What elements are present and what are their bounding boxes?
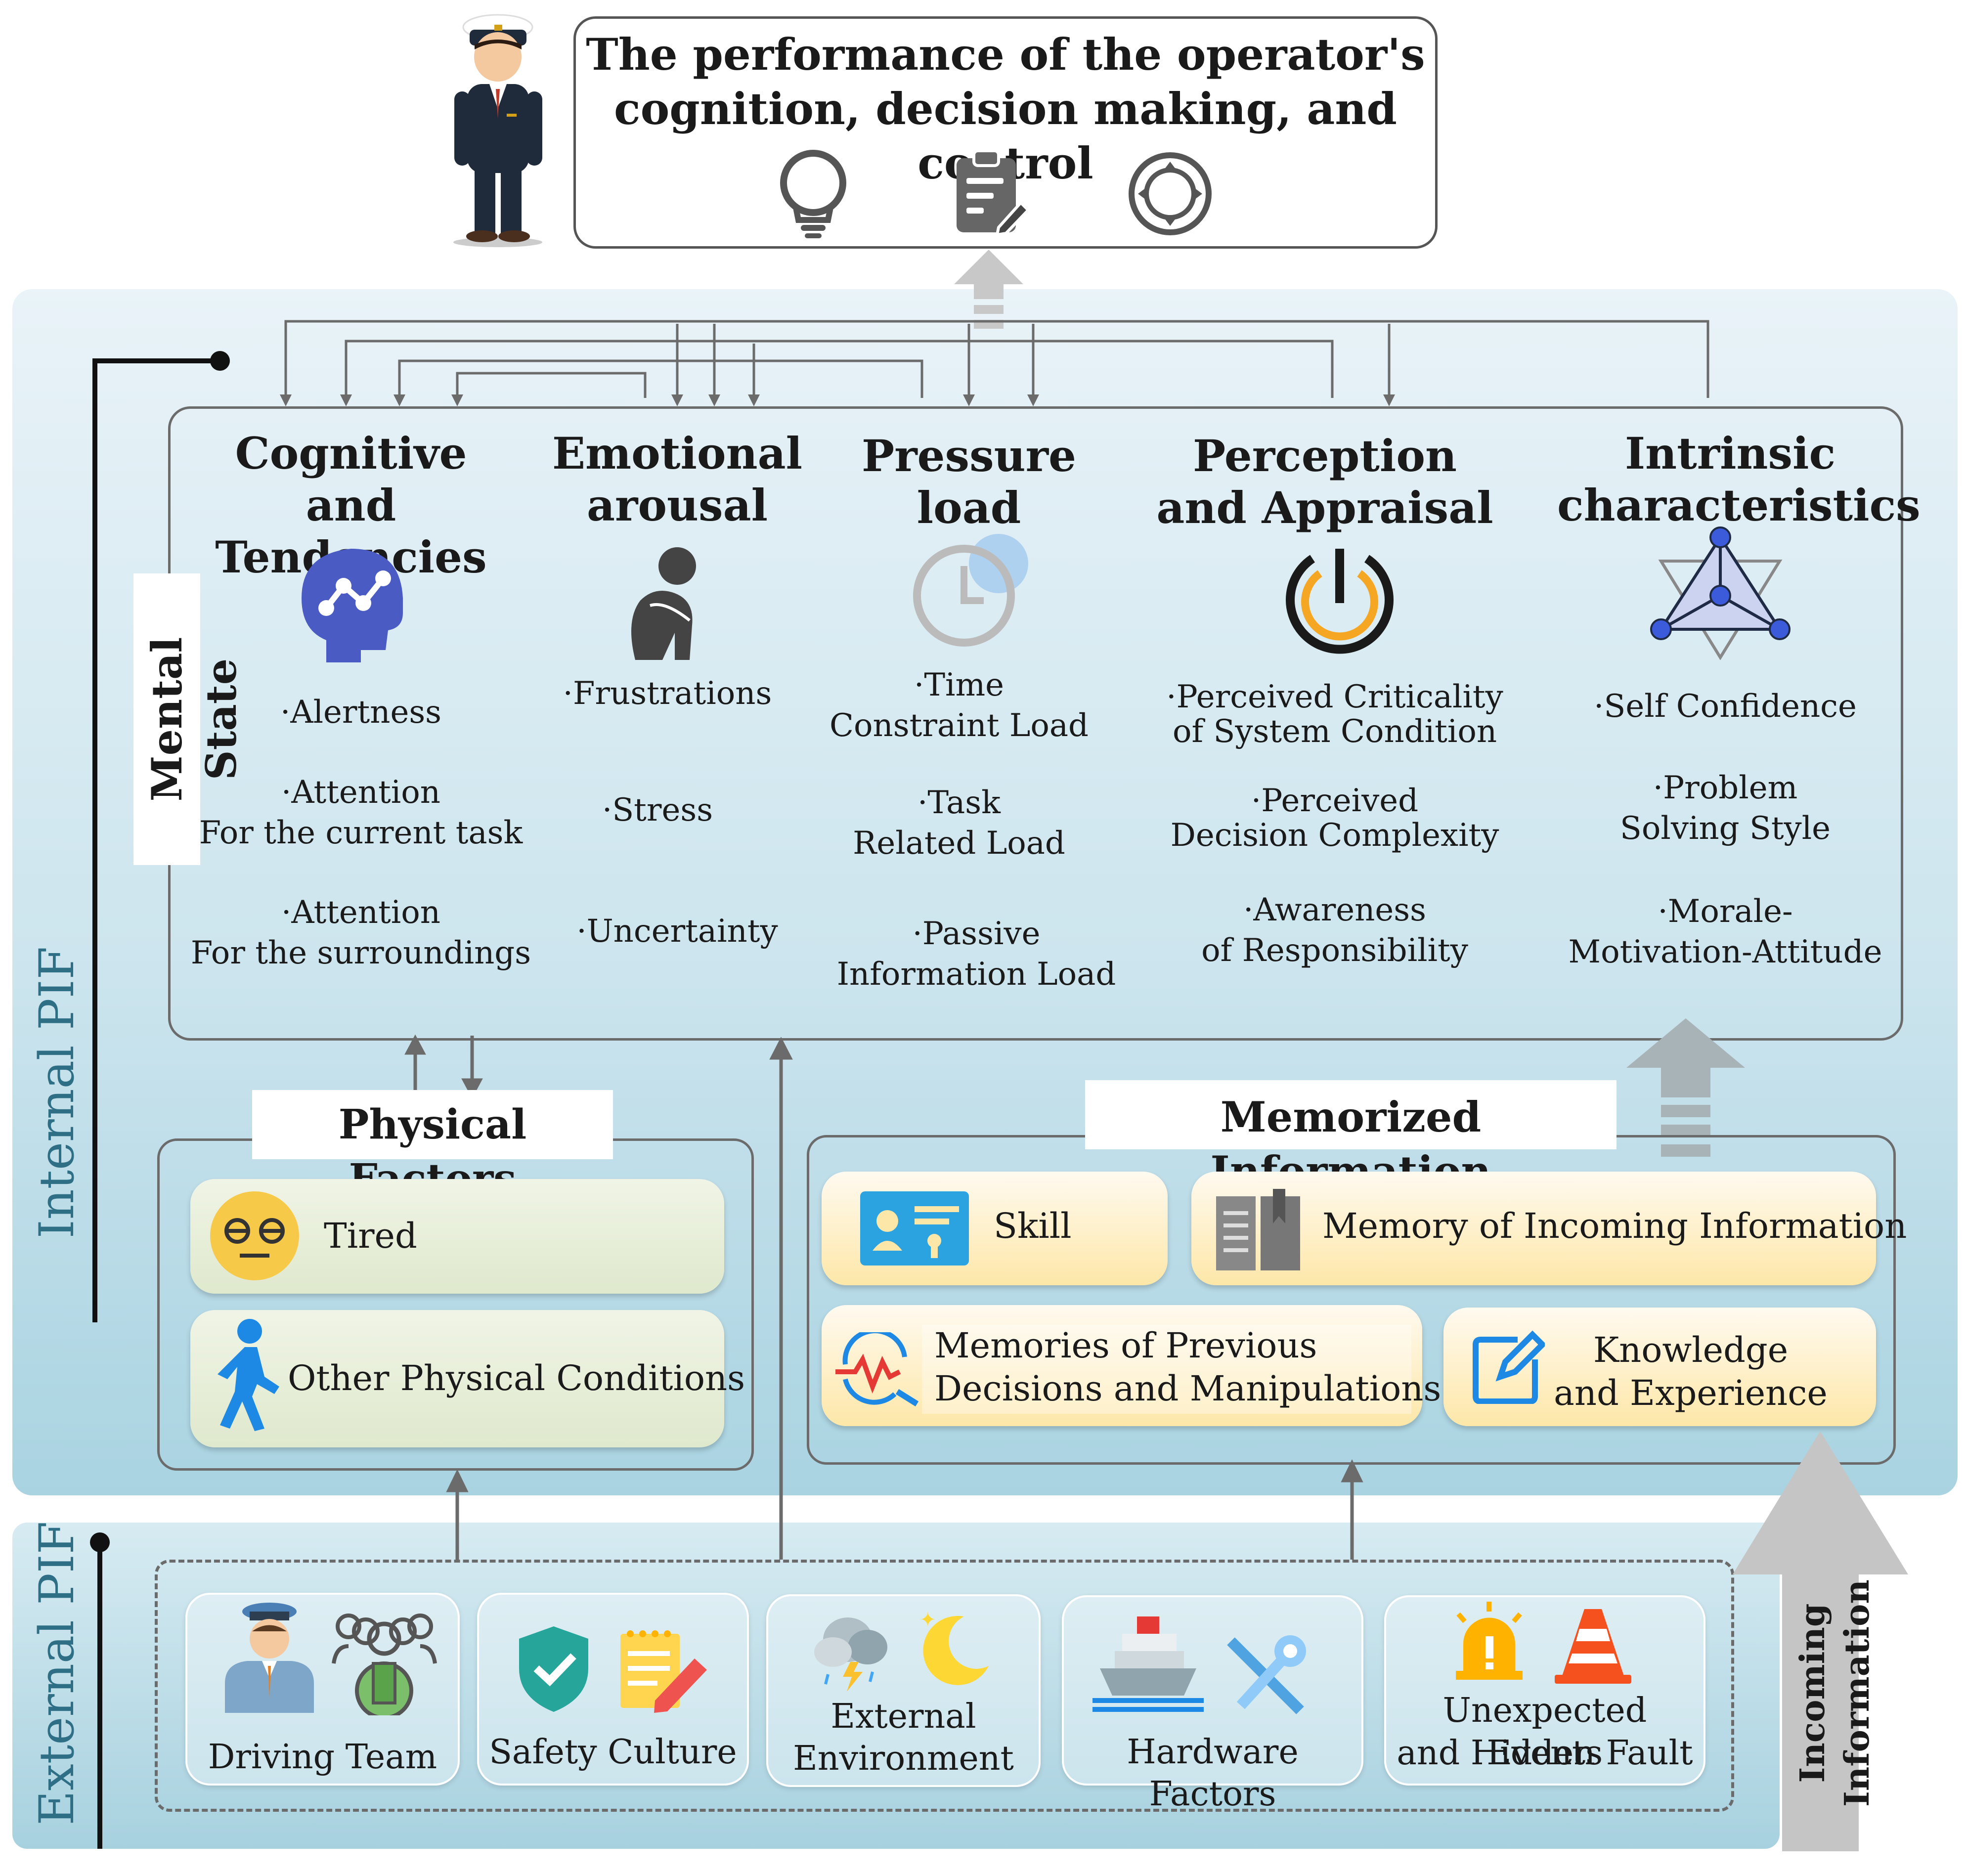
item-complexity-2: Decision Complexity xyxy=(1170,817,1499,854)
memory-incoming-item xyxy=(1191,1172,1876,1285)
item-morale-2: Motivation-Attitude xyxy=(1568,934,1882,970)
memorized-to-mental-arrow xyxy=(1626,1018,1745,1157)
column-title-perception-1: Perception xyxy=(1192,430,1457,481)
team-group-icon xyxy=(332,1614,437,1715)
other-physical-label: Other Physical Conditions xyxy=(288,1358,745,1398)
storm-cloud-icon xyxy=(814,1617,887,1692)
external-environment-label-2: Environment xyxy=(793,1739,1014,1778)
item-frustrations: ·Frustrations xyxy=(563,675,772,712)
item-self-confidence: ·Self Confidence xyxy=(1594,688,1857,725)
clock-icon xyxy=(913,534,1028,647)
direction-control-icon xyxy=(1129,152,1212,235)
knowledge-label-1: Knowledge xyxy=(1593,1330,1789,1370)
column-title-intrinsic-2: characteristics xyxy=(1557,480,1921,531)
skill-label: Skill xyxy=(994,1206,1072,1246)
ship-icon xyxy=(1092,1616,1204,1712)
unexpected-events-label-1: Unexpected Events xyxy=(1442,1691,1647,1773)
memories-previous-label-1: Memories of Previous xyxy=(934,1325,1317,1366)
safety-culture-card xyxy=(477,1593,749,1786)
item-responsibility-2: of Responsibility xyxy=(1201,932,1468,969)
lightbulb-icon xyxy=(780,150,846,238)
gauge-icon xyxy=(1286,549,1394,654)
hardware-factors-label: Hardware Factors xyxy=(1127,1733,1299,1814)
walking-person-icon xyxy=(218,1319,279,1431)
item-problem-2: Solving Style xyxy=(1619,810,1831,847)
item-passive-2: Information Load xyxy=(836,956,1116,993)
mental-state-label-bg xyxy=(133,573,200,865)
performance-title-line1: The performance of the operator's xyxy=(586,29,1425,80)
moon-stars-icon: ✦ ✦ xyxy=(919,1609,989,1685)
item-complexity-1: ·Perceived xyxy=(1251,783,1419,819)
alarm-light-icon xyxy=(1456,1602,1523,1680)
safety-culture-label: Safety Culture xyxy=(489,1733,737,1772)
id-card-icon xyxy=(860,1191,969,1265)
external-factors-container xyxy=(155,1560,1734,1812)
tired-label: Tired xyxy=(324,1216,417,1256)
mental-state-connectors xyxy=(280,320,1709,406)
edit-note-icon xyxy=(1473,1330,1545,1404)
item-stress: ·Stress xyxy=(602,792,713,829)
internal-bracket xyxy=(92,351,230,1322)
memories-previous-item xyxy=(822,1305,1422,1426)
column-title-emotional-2: arousal xyxy=(586,480,768,531)
column-title-pressure-1: Pressure xyxy=(862,430,1076,481)
analysis-chart-icon xyxy=(835,1332,919,1406)
column-title-cognitive-1: Cognitive xyxy=(235,428,467,479)
book-icon xyxy=(1216,1189,1300,1270)
svg-text:✦: ✦ xyxy=(937,1630,949,1648)
notepad-pencil-icon xyxy=(620,1630,707,1713)
internal-pif-panel xyxy=(12,289,1958,1495)
unexpected-events-card xyxy=(1384,1595,1705,1786)
item-task-1: ·Task xyxy=(917,785,1001,821)
lower-connectors xyxy=(404,1034,1363,1560)
unexpected-events-label-2: and Hidden Fault xyxy=(1397,1734,1693,1773)
column-title-pressure-2: load xyxy=(917,482,1021,533)
item-attention-task-1: ·Attention xyxy=(281,774,440,811)
memorized-title-bg xyxy=(1085,1080,1616,1149)
item-alertness: ·Alertness xyxy=(280,694,441,731)
clipboard-edit-icon xyxy=(957,149,1031,235)
operator-captain-avatar xyxy=(453,14,542,247)
tired-face-icon xyxy=(210,1191,299,1280)
item-morale-1: ·Morale- xyxy=(1658,893,1793,930)
knowledge-label-2: and Experience xyxy=(1554,1373,1828,1413)
item-time-1: ·Time xyxy=(914,667,1005,703)
external-environment-card xyxy=(766,1594,1041,1787)
item-attention-surroundings-1: ·Attention xyxy=(281,894,440,931)
svg-text:✦: ✦ xyxy=(919,1609,936,1631)
captain-person-icon xyxy=(225,1603,314,1713)
brain-network-icon xyxy=(302,549,403,662)
knowledge-item xyxy=(1443,1308,1876,1426)
column-title-perception-2: and Appraisal xyxy=(1156,482,1493,533)
memory-incoming-label: Memory of Incoming Information xyxy=(1322,1206,1907,1246)
driving-team-label: Driving Team xyxy=(208,1738,437,1777)
traffic-cone-icon xyxy=(1555,1609,1631,1684)
external-environment-label-1: External xyxy=(830,1697,976,1736)
item-criticality-2: of System Condition xyxy=(1172,713,1497,750)
other-physical-item xyxy=(190,1310,724,1447)
wrench-screwdriver-icon xyxy=(1227,1635,1306,1714)
item-problem-1: ·Problem xyxy=(1653,770,1798,806)
memories-text-bg xyxy=(922,1325,1411,1414)
item-uncertainty: ·Uncertainty xyxy=(576,913,778,950)
shield-check-icon xyxy=(519,1626,588,1712)
column-title-intrinsic-1: Intrinsic xyxy=(1624,428,1836,479)
item-attention-task-2: For the current task xyxy=(199,815,523,851)
network-triangle-icon xyxy=(1650,526,1791,660)
item-passive-1: ·Passive xyxy=(912,916,1041,952)
item-time-2: Constraint Load xyxy=(830,707,1089,744)
column-title-emotional-1: Emotional xyxy=(552,428,803,479)
incoming-information-label: Incoming Information xyxy=(1793,1579,1877,1807)
memories-previous-label-2: Decisions and Manipulations xyxy=(934,1368,1442,1409)
external-bracket xyxy=(90,1532,110,1849)
incoming-information-arrow xyxy=(1733,1431,1908,1851)
physical-factors-title-bg xyxy=(252,1090,613,1159)
item-responsibility-1: ·Awareness xyxy=(1243,892,1426,928)
item-task-2: Related Load xyxy=(853,825,1065,862)
sad-person-icon xyxy=(631,547,696,660)
item-criticality-1: ·Perceived Criticality xyxy=(1166,679,1503,715)
item-attention-surroundings-2: For the surroundings xyxy=(190,935,531,971)
